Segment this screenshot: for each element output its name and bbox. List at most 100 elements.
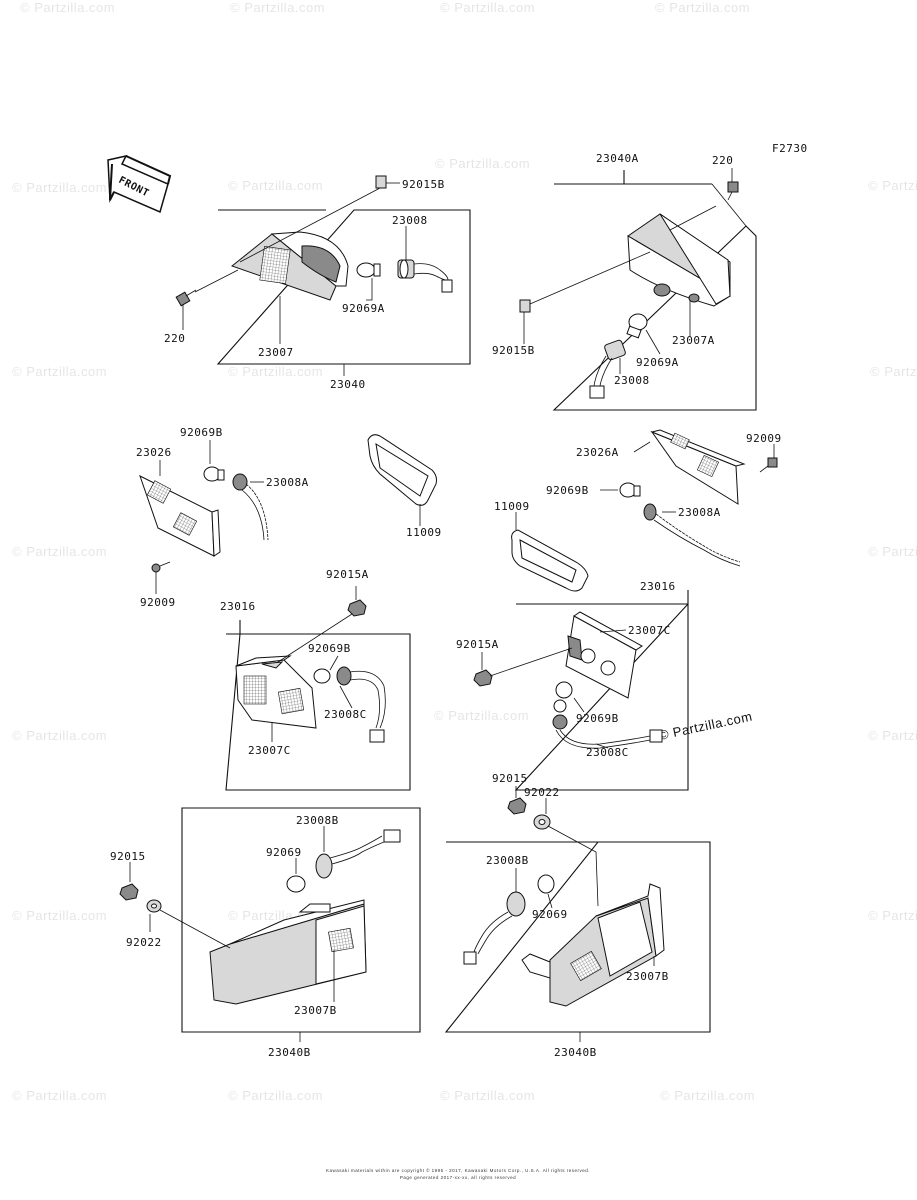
bulb-icon	[356, 262, 376, 278]
label-92015: 92015	[110, 850, 146, 863]
label-23007B: 23007B	[294, 1004, 337, 1017]
label-92022: 92022	[126, 936, 162, 949]
watermark: © Partzilla.com	[228, 178, 323, 193]
label-220: 220	[164, 332, 185, 345]
nut-icon	[347, 599, 367, 617]
label-23040A: 23040A	[596, 152, 639, 165]
front-arrow-icon: FRONT	[107, 154, 172, 214]
assembly-box	[216, 209, 471, 365]
assembly-box	[444, 841, 711, 1033]
watermark: © Partzilla.com	[230, 0, 325, 15]
copyright-footer-line2: Page generated 2017-xx-xx, all rights re…	[400, 1175, 516, 1180]
assembly-23040B-b: 92015 92022 23008B 92069 23007B 23040B	[444, 772, 711, 1059]
watermark: © Partzilla.com	[440, 1088, 535, 1103]
nut-icon	[119, 883, 139, 901]
watermark: © Partzilla.com	[660, 1088, 755, 1103]
watermark: © Partzilla.com	[435, 156, 530, 171]
label-23007A: 23007A	[672, 334, 715, 347]
connector-icon	[463, 951, 477, 965]
watermark: © Partzilla.com	[868, 908, 917, 923]
label-92069A: 92069A	[342, 302, 385, 315]
assembly-23040: 92015B 23008 220 92069A 23007 23040	[164, 175, 471, 391]
connector-icon	[649, 729, 663, 743]
socket-icon	[506, 891, 526, 917]
assembly-23026: 92069B 23026 23008A 92009	[136, 426, 309, 609]
copyright-footer: Kawasaki materials within are copyright …	[326, 1167, 590, 1173]
label-92069B: 92069B	[180, 426, 223, 439]
watermark: © Partzilla.com	[12, 1088, 107, 1103]
watermark-dark: © Partzilla.com	[658, 708, 754, 742]
watermark: © Partzilla.com	[655, 0, 750, 15]
label-92015B: 92015B	[402, 178, 445, 191]
label-23026A: 23026A	[576, 446, 619, 459]
label-92069B: 92069B	[576, 712, 619, 725]
bulb-icon	[537, 874, 555, 894]
bulb-icon	[555, 681, 573, 699]
label-92069: 92069	[532, 908, 568, 921]
side-lamp-body	[650, 430, 739, 505]
watermark: © Partzilla.com	[868, 728, 917, 743]
watermark: © Partzilla.com	[870, 364, 917, 379]
socket-icon	[232, 473, 248, 491]
label-23016: 23016	[640, 580, 676, 593]
screw-icon	[151, 561, 171, 573]
label-11009: 11009	[494, 500, 530, 513]
label-23008: 23008	[614, 374, 650, 387]
label-92009: 92009	[140, 596, 176, 609]
label-23040B: 23040B	[554, 1046, 597, 1059]
clip-icon	[519, 299, 531, 313]
watermark: © Partzilla.com	[12, 544, 107, 559]
label-23040: 23040	[330, 378, 366, 391]
watermark: © Partzilla.com	[868, 544, 917, 559]
label-92069B: 92069B	[546, 484, 589, 497]
watermark: © Partzilla.com	[868, 178, 917, 193]
screw-icon	[759, 457, 778, 473]
label-92015B: 92015B	[492, 344, 535, 357]
screw-icon	[175, 289, 197, 307]
label-23026: 23026	[136, 446, 172, 459]
socket-icon	[643, 503, 657, 521]
connector-icon	[589, 385, 605, 399]
label-23007C: 23007C	[628, 624, 671, 637]
watermark: © Partzilla.com	[12, 908, 107, 923]
label-23008A: 23008A	[266, 476, 309, 489]
nut-icon	[473, 669, 493, 687]
label-23040B: 23040B	[268, 1046, 311, 1059]
nut-icon	[507, 797, 527, 815]
watermark: © Partzilla.com	[12, 728, 107, 743]
gasket-11009-b: 11009	[494, 500, 589, 592]
label-23008B: 23008B	[486, 854, 529, 867]
label-92069: 92069	[266, 846, 302, 859]
label-92015A: 92015A	[326, 568, 369, 581]
connector-icon	[369, 729, 385, 743]
label-23007C: 23007C	[248, 744, 291, 757]
assembly-box	[225, 620, 411, 791]
label-23008A: 23008A	[678, 506, 721, 519]
label-23016: 23016	[220, 600, 256, 613]
label-23008C: 23008C	[324, 708, 367, 721]
page-code: F2730	[772, 142, 808, 155]
assembly-23016-b: 23016 92015A 23007C 92069B 23008C	[456, 580, 689, 791]
label-92069B: 92069B	[308, 642, 351, 655]
socket-icon	[315, 853, 333, 879]
watermark: © Partzilla.com	[12, 180, 107, 195]
label-92015A: 92015A	[456, 638, 499, 651]
label-11009: 11009	[406, 526, 442, 539]
screw-icon	[727, 181, 739, 201]
label-92009: 92009	[746, 432, 782, 445]
assembly-box	[181, 807, 421, 1033]
assembly-23040A: 23040A 220 92015B 23007A 92069A 23008	[492, 152, 757, 411]
clip-icon	[375, 175, 387, 189]
label-92015: 92015	[492, 772, 528, 785]
socket-icon	[552, 714, 568, 730]
gasket-11009-a: 11009	[367, 434, 442, 539]
label-23008B: 23008B	[296, 814, 339, 827]
socket-icon	[336, 666, 352, 686]
assembly-23040B-a: 92015 92022 23008B 92069 23007B 23040B	[110, 807, 421, 1059]
assembly-23026A: 23026A 92009 92069B 23008A	[546, 429, 782, 567]
label-23008C: 23008C	[586, 746, 629, 759]
connector-icon	[383, 829, 401, 843]
label-23008: 23008	[392, 214, 428, 227]
connector-icon	[441, 279, 453, 293]
